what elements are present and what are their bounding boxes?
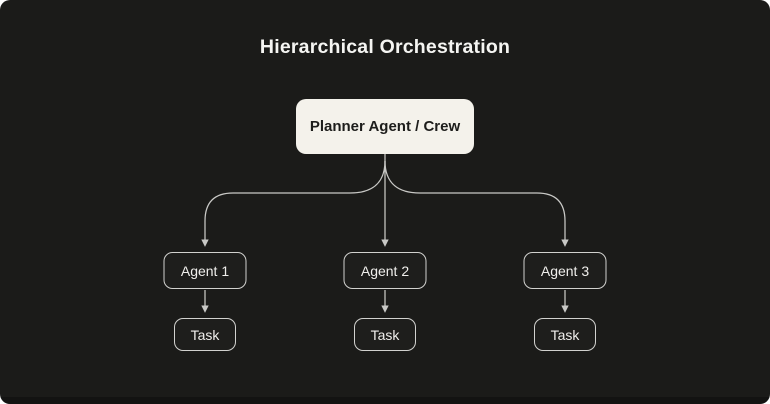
- connector-root-to-agent1: [201, 160, 386, 247]
- task-node-1: Task: [174, 318, 236, 351]
- agent-node-3: Agent 3: [523, 252, 607, 289]
- diagram-title: Hierarchical Orchestration: [259, 36, 511, 58]
- connector-root-to-agent3: [384, 160, 569, 247]
- task-node-2: Task: [354, 318, 416, 351]
- task-node-3: Task: [534, 318, 596, 351]
- bottom-shadow-edge: [0, 397, 770, 404]
- agent-node-1: Agent 1: [163, 252, 247, 289]
- planner-node: Planner Agent / Crew: [296, 99, 474, 154]
- agent-node-2: Agent 2: [343, 252, 427, 289]
